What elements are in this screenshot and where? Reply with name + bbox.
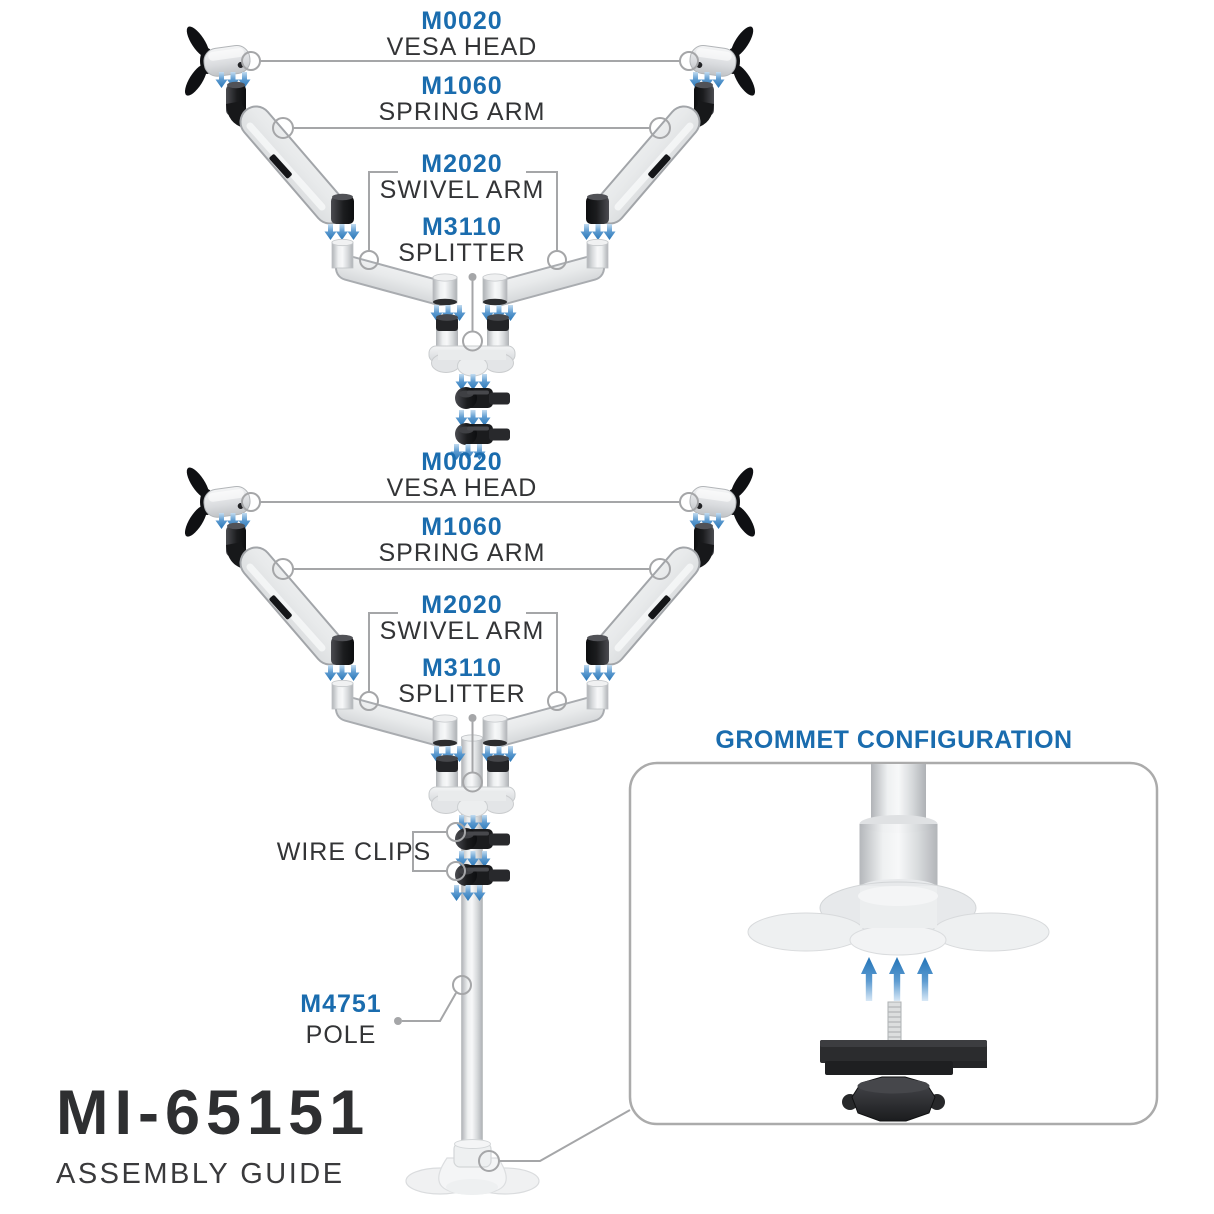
label-swivel-arm-lower: M2020 SWIVEL ARM bbox=[380, 592, 545, 645]
part-name: SPRING ARM bbox=[378, 98, 546, 127]
label-vesa-head-lower: M0020 VESA HEAD bbox=[387, 449, 538, 502]
part-name: SWIVEL ARM bbox=[379, 176, 545, 205]
label-vesa-head-upper: M0020 VESA HEAD bbox=[387, 8, 538, 61]
label-splitter-lower: M3110 SPLITTER bbox=[398, 655, 525, 708]
part-number: M4751 bbox=[300, 990, 382, 1018]
grommet-callout bbox=[478, 1109, 631, 1172]
part-name: SPLITTER bbox=[398, 239, 526, 268]
title-block: MI-65151 ASSEMBLY GUIDE bbox=[56, 1082, 370, 1191]
product-model: MI-65151 bbox=[56, 1078, 371, 1148]
part-number: M2020 bbox=[421, 150, 503, 178]
part-number: M0020 bbox=[421, 448, 503, 476]
page-subtitle: ASSEMBLY GUIDE bbox=[56, 1158, 345, 1190]
grommet-clamp bbox=[820, 1040, 987, 1122]
label-spring-arm-upper: M1060 SPRING ARM bbox=[379, 73, 546, 126]
pole-callout bbox=[394, 975, 472, 1025]
part-name: VESA HEAD bbox=[386, 474, 538, 503]
up-arrows-icon bbox=[861, 957, 933, 1001]
grommet-config-title: GROMMET CONFIGURATION bbox=[715, 726, 1073, 754]
part-name: SWIVEL ARM bbox=[379, 617, 545, 646]
part-number: M3110 bbox=[421, 654, 503, 682]
label-pole: M4751 POLE bbox=[300, 989, 381, 1050]
part-name: POLE bbox=[305, 1020, 377, 1049]
part-name: SPRING ARM bbox=[378, 539, 546, 568]
part-number: M1060 bbox=[421, 513, 503, 541]
part-number: M0020 bbox=[421, 7, 503, 35]
part-name: SPLITTER bbox=[398, 680, 526, 709]
label-wire-clips: WIRE CLIPS bbox=[276, 838, 432, 866]
part-name: VESA HEAD bbox=[386, 33, 538, 62]
part-number: M2020 bbox=[421, 591, 503, 619]
label-spring-arm-lower: M1060 SPRING ARM bbox=[379, 514, 546, 567]
grommet-config-box bbox=[628, 761, 1159, 1126]
pole-base bbox=[405, 1139, 540, 1195]
label-splitter-upper: M3110 SPLITTER bbox=[398, 214, 525, 267]
wire-clips-callout bbox=[412, 822, 466, 881]
part-number: M1060 bbox=[421, 72, 503, 100]
part-number: M3110 bbox=[421, 213, 503, 241]
label-swivel-arm-upper: M2020 SWIVEL ARM bbox=[380, 151, 545, 204]
